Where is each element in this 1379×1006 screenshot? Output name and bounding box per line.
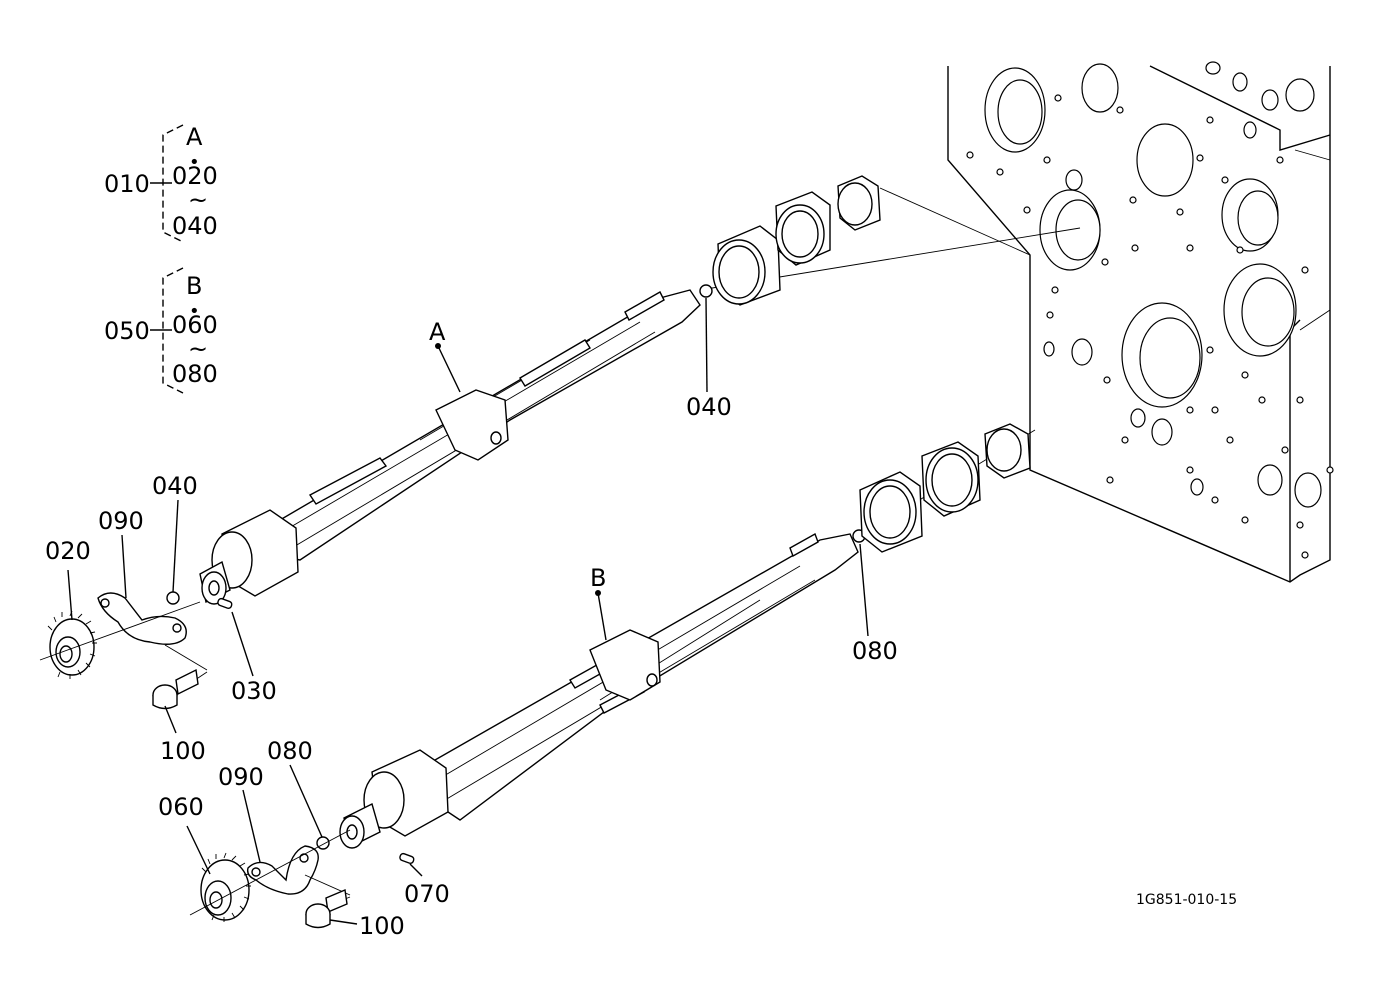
- legend-group-a-ref: A: [186, 123, 203, 151]
- block-bolt-holes: [966, 94, 1334, 559]
- legend-group-a-from: 020: [172, 162, 218, 190]
- label-030: 030: [231, 677, 277, 705]
- legend-group-b-ref: B: [186, 272, 202, 300]
- ball-080-front: [316, 836, 330, 850]
- engine-block: [947, 61, 1334, 583]
- label-040-left: 040: [152, 472, 198, 500]
- legend-group-b-to: 080: [172, 360, 218, 388]
- ball-040-front: [166, 591, 180, 605]
- label-020: 020: [45, 537, 91, 565]
- legend-group-b-tilde: ~: [188, 335, 208, 363]
- label-100-a: 100: [160, 737, 206, 765]
- ball-040-rear: [699, 284, 713, 298]
- drawing-code: 1G851-010-15: [1136, 892, 1237, 908]
- legend-group-a-dot: •: [189, 152, 200, 173]
- legend-group-b-dot: •: [189, 301, 200, 322]
- legend-group-b: 050 B • 060 ~ 080: [104, 267, 218, 394]
- legend-group-b-number: 050: [104, 317, 150, 345]
- label-100-b: 100: [359, 912, 405, 940]
- callout-leaders: [67, 297, 869, 925]
- legend-group-a-tilde: ~: [188, 186, 208, 214]
- gear-020: [47, 610, 97, 679]
- gear-060: [200, 852, 251, 922]
- callout-labels: A B 040 040 090 020 030 100 080 080 090 …: [45, 318, 898, 940]
- bushings-shaft-a: [712, 175, 881, 306]
- legend-bracket-b: [162, 267, 184, 394]
- bolt-100-a: [152, 644, 208, 710]
- label-040-top: 040: [686, 393, 732, 421]
- legend-group-a-to: 040: [172, 212, 218, 240]
- legend-group-a-number: 010: [104, 170, 150, 198]
- label-shaft-a: A: [429, 318, 446, 346]
- label-080-right: 080: [852, 637, 898, 665]
- legend-group-a: 010 A • 020 ~ 040: [104, 123, 218, 243]
- bolt-100-b: [304, 874, 351, 929]
- bushings-shaft-b: [859, 423, 1031, 553]
- label-060: 060: [158, 793, 204, 821]
- legend-group-b-from: 060: [172, 311, 218, 339]
- label-070: 070: [404, 880, 450, 908]
- label-090-a: 090: [98, 507, 144, 535]
- key-030: [217, 597, 233, 610]
- key-070: [399, 852, 415, 865]
- front-hardware-a: [39, 592, 208, 710]
- label-090-b: 090: [218, 763, 264, 791]
- balancer-shaft-a: [166, 175, 1081, 610]
- front-hardware-b: [189, 829, 351, 929]
- label-shaft-b: B: [590, 564, 606, 592]
- thrust-plate-090-a: [97, 592, 187, 645]
- label-080-left: 080: [267, 737, 313, 765]
- balancer-shaft-b: [316, 423, 1036, 865]
